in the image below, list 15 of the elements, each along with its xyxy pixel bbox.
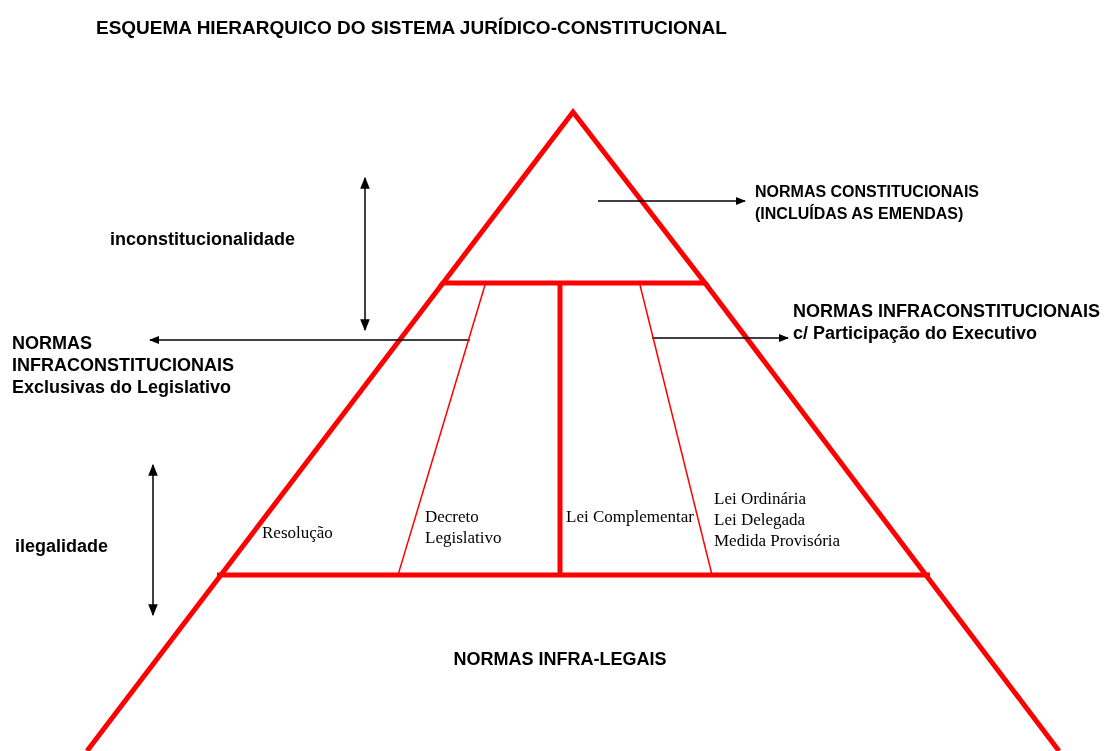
level-label: NORMAS INFRACONSTITUCIONAIS c/ Participação do Executivo xyxy=(793,300,1112,344)
level-label: NORMAS INFRA-LEGAIS xyxy=(400,648,720,670)
arrow xyxy=(651,333,790,343)
pyramid-apex xyxy=(437,107,711,286)
arrow xyxy=(597,196,747,206)
range-label: ilegalidade xyxy=(15,535,109,557)
level-label: NORMAS CONSTITUCIONAIS (INCLUÍDAS AS EMENDAS) xyxy=(755,181,1055,225)
range-label: inconstitucionalidade xyxy=(110,228,296,250)
norm-type-label: Lei Ordinária Lei Delegada Medida Provisória xyxy=(714,488,841,551)
norm-type-label: Lei Complementar xyxy=(566,506,706,527)
arrow xyxy=(148,335,471,345)
norm-type-label: Decreto Legislativo xyxy=(425,506,503,548)
diagram-title: ESQUEMA HIERARQUICO DO SISTEMA JURÍDICO-CONSTITUCIONAL xyxy=(96,17,728,39)
norm-type-label: Resolução xyxy=(262,522,372,543)
level-label: NORMAS INFRACONSTITUCIONAIS Exclusivas do Legislativo xyxy=(12,332,242,398)
